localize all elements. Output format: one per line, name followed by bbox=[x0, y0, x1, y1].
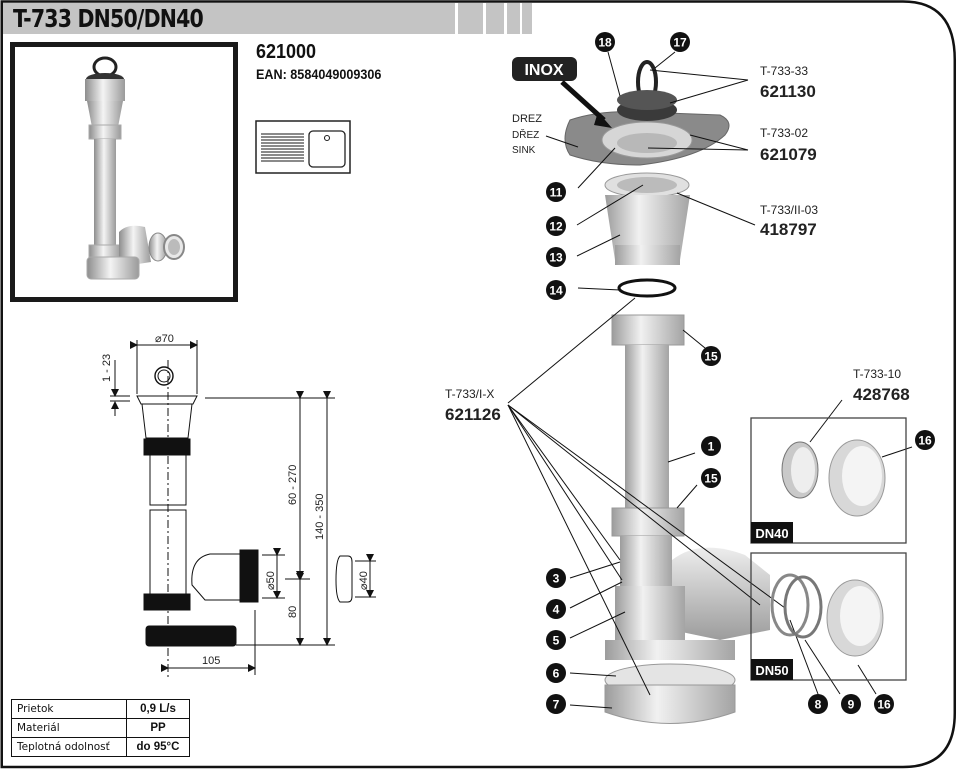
part-code-3: 418797 bbox=[760, 220, 817, 239]
spec-table: Prietok 0,9 L/s Materiál PP Teplotná odo… bbox=[11, 699, 190, 757]
callout-badge bbox=[841, 694, 861, 714]
part-code-5: 428768 bbox=[853, 385, 910, 404]
dim-range-short: 60 - 270 bbox=[287, 465, 299, 505]
part-sku-4: T-733/I-X bbox=[445, 387, 494, 401]
callout-number: 11 bbox=[550, 186, 563, 200]
callout-number: 13 bbox=[549, 251, 563, 265]
siphon-photo-icon bbox=[85, 56, 185, 280]
dim-adapter-diameter: ⌀40 bbox=[358, 571, 370, 590]
dim-range-total: 140 - 350 bbox=[314, 494, 326, 540]
part-sku-3: T-733/II-03 bbox=[760, 203, 818, 217]
callout-badge bbox=[546, 599, 566, 619]
callout-number: 3 bbox=[553, 572, 560, 586]
product-code: 621000 bbox=[256, 41, 317, 63]
spec-value: 0,9 L/s bbox=[126, 699, 190, 719]
sink-label-cz: DŘEZ bbox=[512, 128, 539, 141]
dim-horizontal: 105 bbox=[202, 655, 220, 667]
callout-badge bbox=[546, 663, 566, 683]
callout-badge bbox=[546, 216, 566, 236]
callout-number: 18 bbox=[598, 36, 612, 50]
spec-key: Materiál bbox=[11, 718, 127, 738]
callout-badge bbox=[546, 630, 566, 650]
ean-code: EAN: 8584049009306 bbox=[256, 66, 382, 82]
callout-badge bbox=[915, 430, 935, 450]
part-code-1: 621130 bbox=[760, 82, 816, 101]
callout-badge bbox=[808, 694, 828, 714]
callout-badge bbox=[701, 346, 721, 366]
callout-badge bbox=[874, 694, 894, 714]
spec-value: PP bbox=[126, 718, 190, 738]
spec-row: Prietok 0,9 L/s bbox=[11, 699, 190, 719]
spec-row: Materiál PP bbox=[11, 718, 190, 738]
callout-number: 15 bbox=[704, 350, 718, 364]
callout-11: 11 bbox=[546, 182, 566, 202]
callout-16: 16 bbox=[915, 430, 935, 450]
dn50-label: DN50 bbox=[755, 663, 788, 678]
callout-badge bbox=[701, 468, 721, 488]
callout-number: 17 bbox=[673, 36, 687, 50]
spec-key: Prietok bbox=[11, 699, 127, 719]
callout-number: 8 bbox=[815, 698, 822, 712]
part-code-4: 621126 bbox=[445, 405, 501, 424]
callout-1: 1 bbox=[701, 436, 721, 456]
callout-15: 15 bbox=[701, 346, 721, 366]
callout-number: 15 bbox=[704, 472, 718, 486]
callout-badge bbox=[701, 436, 721, 456]
callout-7: 7 bbox=[546, 694, 566, 714]
callout-badge bbox=[546, 694, 566, 714]
callout-15: 15 bbox=[701, 468, 721, 488]
sink-icon bbox=[255, 120, 351, 174]
callout-badge bbox=[595, 32, 615, 52]
callout-12: 12 bbox=[546, 216, 566, 236]
callout-6: 6 bbox=[546, 663, 566, 683]
callout-9: 9 bbox=[841, 694, 861, 714]
callout-markers: 18 17 11 12 13 14 15 1 15 3 4 5 6 7 16 8 9 16 bbox=[546, 32, 935, 714]
callout-badge bbox=[546, 568, 566, 588]
inox-label: INOX bbox=[524, 62, 563, 79]
exploded-view: INOX DREZ DŘEZ SINK bbox=[445, 32, 935, 724]
callout-17: 17 bbox=[670, 32, 690, 52]
callout-number: 16 bbox=[918, 434, 932, 448]
callout-number: 1 bbox=[708, 440, 715, 454]
callout-number: 12 bbox=[549, 220, 563, 234]
spec-row: Teplotná odolnosť do 95°C bbox=[11, 737, 190, 757]
dimension-drawing bbox=[110, 340, 376, 680]
callout-number: 4 bbox=[553, 603, 560, 617]
callout-number: 9 bbox=[848, 698, 855, 712]
callout-16: 16 bbox=[874, 694, 894, 714]
callout-18: 18 bbox=[595, 32, 615, 52]
part-code-2: 621079 bbox=[760, 145, 817, 164]
sink-label-en: SINK bbox=[512, 145, 536, 156]
dim-outlet-diameter: ⌀50 bbox=[265, 571, 277, 590]
callout-badge bbox=[546, 182, 566, 202]
callout-5: 5 bbox=[546, 630, 566, 650]
callout-3: 3 bbox=[546, 568, 566, 588]
page-title: T-733 DN50/DN40 bbox=[13, 4, 204, 33]
spec-key: Teplotná odolnosť bbox=[11, 737, 127, 757]
callout-badge bbox=[670, 32, 690, 52]
callout-4: 4 bbox=[546, 599, 566, 619]
product-photo-frame bbox=[10, 42, 238, 302]
part-sku-2: T-733-02 bbox=[760, 126, 808, 140]
callout-number: 5 bbox=[553, 634, 560, 648]
dim-top-diameter: ⌀70 bbox=[155, 333, 174, 345]
dn40-label: DN40 bbox=[755, 526, 788, 541]
spec-value: do 95°C bbox=[126, 737, 190, 757]
callout-number: 16 bbox=[877, 698, 891, 712]
callout-14: 14 bbox=[546, 280, 566, 300]
callout-13: 13 bbox=[546, 247, 566, 267]
dim-stopper-gap: 1 - 23 bbox=[101, 354, 113, 382]
callout-8: 8 bbox=[808, 694, 828, 714]
callout-number: 6 bbox=[553, 667, 560, 681]
callout-number: 7 bbox=[553, 698, 560, 712]
callout-badge bbox=[546, 280, 566, 300]
callout-badge bbox=[546, 247, 566, 267]
dim-outlet-height: 80 bbox=[287, 606, 299, 618]
part-sku-1: T-733-33 bbox=[760, 64, 808, 78]
sink-label-sk: DREZ bbox=[512, 113, 542, 125]
part-sku-5: T-733-10 bbox=[853, 367, 901, 381]
callout-number: 14 bbox=[549, 284, 563, 298]
